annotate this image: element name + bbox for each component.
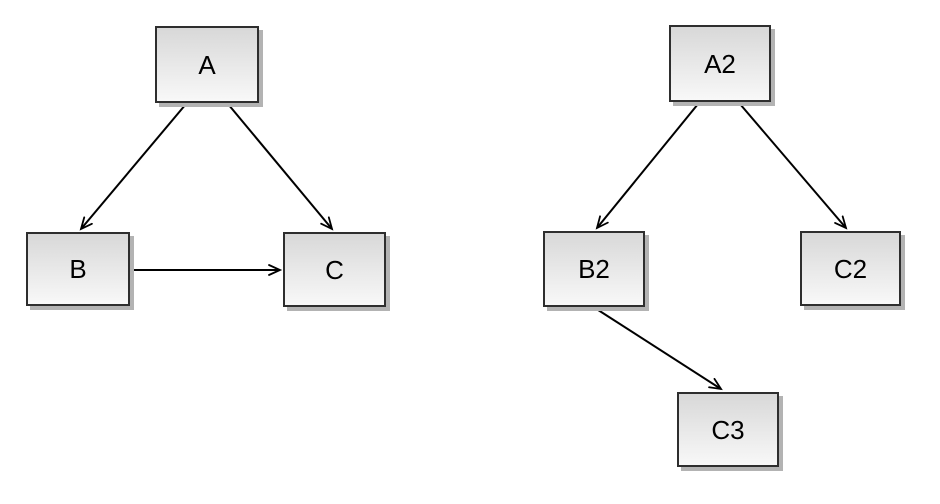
node-C: C [283,232,386,307]
node-label: C [325,254,344,285]
node-label: A2 [704,48,736,79]
node-C3: C3 [677,392,779,467]
node-label: A [198,49,216,80]
node-A2: A2 [669,25,771,102]
node-label: B2 [578,254,610,284]
node-B: B [26,232,130,306]
node-A: A [155,26,259,103]
node-B2: B2 [543,231,645,307]
node-label: B [69,254,87,284]
node-C2: C2 [800,231,901,306]
node-label: C2 [833,253,868,284]
node-label: C3 [711,414,745,445]
